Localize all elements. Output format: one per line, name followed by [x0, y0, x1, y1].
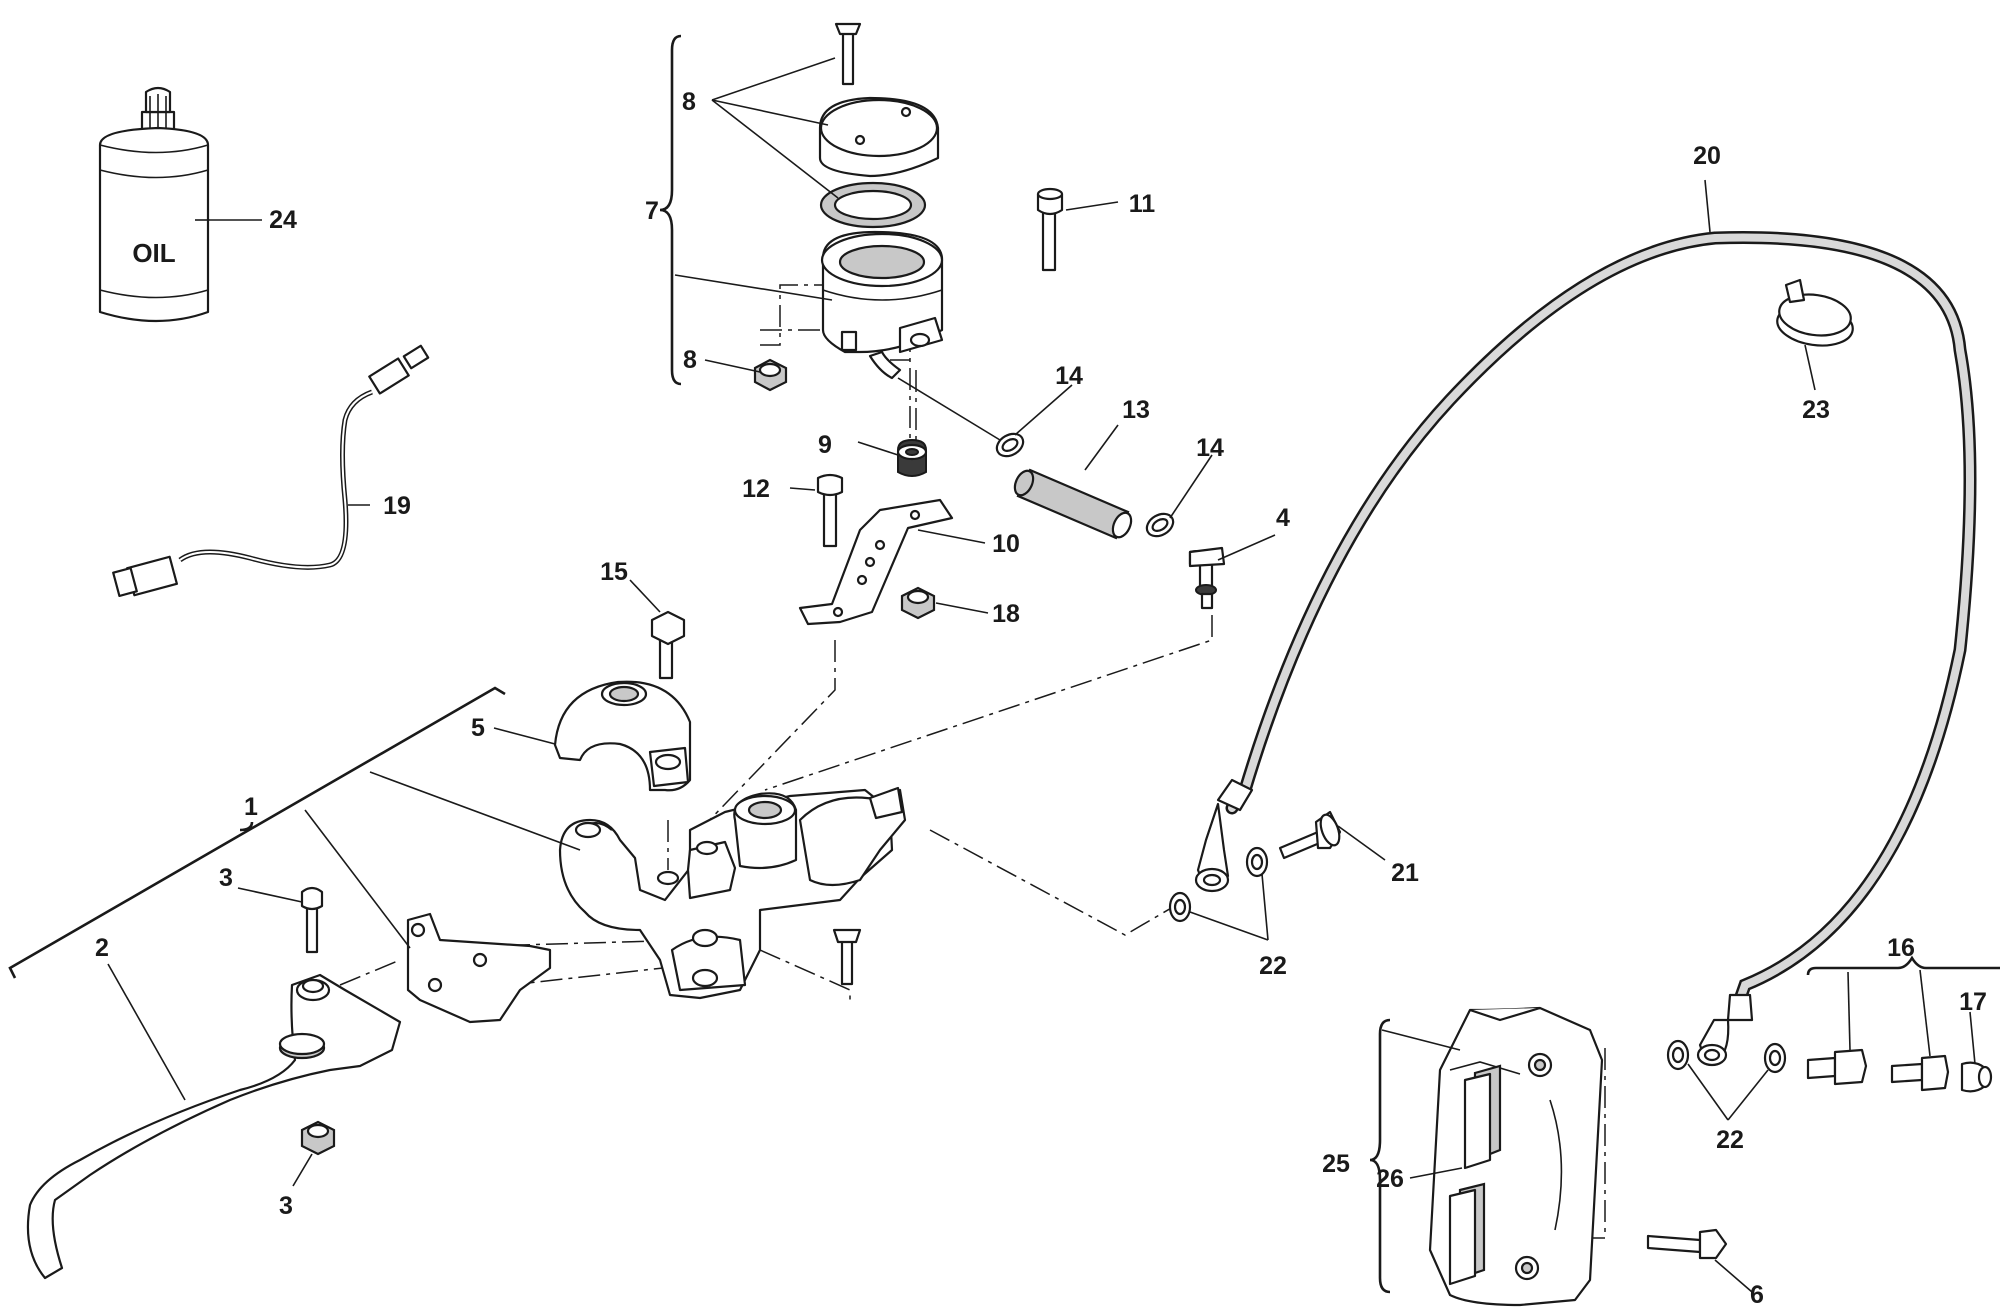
callout-11: 11 [1129, 190, 1156, 218]
callout-18: 18 [992, 600, 1020, 628]
fluid-reservoir-assembly [753, 22, 1064, 392]
group-braces [8, 34, 2000, 1294]
callout-23: 23 [1802, 396, 1830, 424]
clutch-lever [26, 886, 402, 1280]
brace-7 [659, 34, 682, 386]
callout-21: 21 [1391, 859, 1419, 887]
callout-22-left: 22 [1259, 952, 1287, 980]
callout-16: 16 [1887, 934, 1915, 962]
callout-13: 13 [1122, 396, 1150, 424]
callout-8-bottom: 8 [683, 346, 697, 374]
callout-3-bottom: 3 [279, 1192, 293, 1220]
oil-bottle: OIL [98, 86, 210, 323]
banjo-bolt-and-washers [1168, 810, 1342, 923]
clutch-slave-cylinder [1428, 1006, 1787, 1307]
callout-24: 24 [269, 206, 297, 234]
reservoir-bracket-assembly [798, 438, 954, 626]
callout-17: 17 [1959, 988, 1987, 1016]
callout-5: 5 [471, 714, 485, 742]
clutch-hose [1194, 231, 1977, 1067]
clutch-master-cylinder [558, 786, 907, 1000]
callout-14-left: 14 [1055, 362, 1083, 390]
brace-16 [1806, 955, 2000, 976]
assembly-dash-lines [339, 284, 1606, 1239]
callout-14-right: 14 [1196, 434, 1224, 462]
callout-25: 25 [1322, 1150, 1350, 1178]
hose-clip [1776, 278, 1854, 347]
callout-labels: 1 2 3 3 4 5 6 7 8 8 9 10 11 12 13 14 14 … [95, 88, 1987, 1307]
callout-20: 20 [1693, 142, 1721, 170]
oil-label: OIL [132, 238, 175, 268]
callout-6: 6 [1750, 1281, 1764, 1307]
lever-pivot-bracket [406, 912, 552, 1024]
callout-9: 9 [818, 431, 832, 459]
reservoir-hose-fittings [897, 377, 1226, 610]
callout-8-top: 8 [682, 88, 696, 116]
callout-4: 4 [1276, 504, 1290, 532]
callout-1: 1 [244, 793, 258, 821]
bleed-valve [1806, 1048, 1993, 1093]
leader-lines [107, 57, 1976, 1293]
brace-1 [8, 686, 506, 979]
callout-19: 19 [383, 492, 411, 520]
callout-12: 12 [742, 475, 770, 503]
callout-22-right: 22 [1716, 1126, 1744, 1154]
callout-15: 15 [600, 558, 628, 586]
brace-25 [1369, 1018, 1391, 1294]
handlebar-clamp-assembly [553, 610, 692, 792]
callout-2: 2 [95, 934, 109, 962]
clutch-switch-cable [112, 344, 430, 598]
callout-10: 10 [992, 530, 1020, 558]
callout-26: 26 [1376, 1165, 1404, 1193]
callout-7: 7 [645, 197, 659, 225]
callout-3-top: 3 [219, 864, 233, 892]
